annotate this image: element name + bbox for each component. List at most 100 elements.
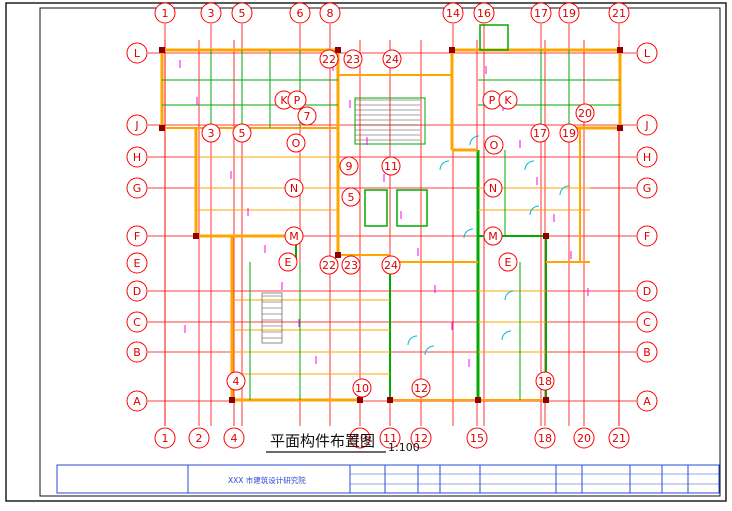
inner-axis-marker-label: N [290,182,298,195]
inner-border [39,7,721,497]
axis-bubble-top-label: 3 [208,7,215,20]
axis-bubble-left: L [126,42,148,64]
column [475,397,481,403]
column [617,47,623,53]
axis-bubble-right: H [636,146,658,168]
door-swing [524,160,535,171]
inner-axis-marker: E [498,252,518,272]
inner-axis-marker: 23 [341,255,361,275]
column [159,125,165,131]
inner-axis-marker: M [284,226,304,246]
axis-bubble-top: 8 [319,2,341,24]
inner-axis-marker-label: M [488,230,498,243]
column [193,233,199,239]
axis-bubble-bottom: 11 [379,427,401,449]
axis-bubble-bottom-label: 12 [414,432,428,445]
inner-axis-marker: 23 [343,49,363,69]
column [159,47,165,53]
stair-lower [261,292,283,344]
inner-axis-marker-label: N [489,182,497,195]
inner-axis-marker: N [483,178,503,198]
axis-bubble-bottom: 4 [223,427,245,449]
door-swing [559,185,570,196]
axis-bubble-bottom-label: 18 [538,432,552,445]
axis-grid-lines [148,24,636,426]
title-block: XXX 市建筑设计研究院 [56,464,720,494]
axis-bubble-right-label: D [643,285,651,298]
axis-bubble-left-label: C [133,316,141,329]
axis-bubble-right: J [636,114,658,136]
axis-bubble-right: B [636,341,658,363]
axis-bubble-bottom-label: 11 [383,432,397,445]
inner-axis-marker: 19 [559,123,579,143]
axis-bubble-left-label: D [133,285,141,298]
axis-bubble-top: 14 [442,2,464,24]
inner-axis-marker: 22 [319,255,339,275]
inner-axis-marker-label: 23 [346,53,360,66]
inner-axis-marker: 18 [535,371,555,391]
axis-bubble-right: A [636,390,658,412]
door-swing [424,345,435,356]
axis-bubble-right-label: J [644,119,648,132]
inner-axis-marker-label: 3 [208,127,215,140]
axis-bubble-right: G [636,177,658,199]
drawing-border [5,2,727,502]
inner-axis-marker: 22 [319,49,339,69]
inner-axis-marker-label: 12 [414,382,428,395]
inner-axis-marker: E [278,252,298,272]
axis-bubble-left-label: E [134,257,141,270]
axis-bubble-right-label: B [643,346,651,359]
axis-bubble-right-label: C [643,316,651,329]
axis-bubble-top: 6 [289,2,311,24]
axis-bubble-bottom-label: 20 [577,432,591,445]
axis-bubble-bottom-label: 21 [612,432,626,445]
elevator-shaft [364,189,388,227]
axis-bubble-top: 16 [473,2,495,24]
axis-bubble-bottom: 21 [608,427,630,449]
inner-axis-marker: 5 [341,187,361,207]
axis-bubble-bottom: 15 [466,427,488,449]
inner-axis-marker-label: 17 [533,127,547,140]
axis-bubble-left-label: H [133,151,141,164]
axis-bubble-bottom: 1 [154,427,176,449]
inner-axis-marker: 5 [232,123,252,143]
axis-bubble-right-label: G [643,182,652,195]
axis-bubble-top: 19 [558,2,580,24]
inner-axis-marker-label: 5 [239,127,246,140]
axis-bubble-top: 17 [530,2,552,24]
inner-axis-marker-label: 20 [578,107,592,120]
inner-axis-marker-label: 7 [304,110,311,123]
inner-axis-marker-label: P [294,94,301,107]
column [357,397,363,403]
axis-bubble-bottom-label: 15 [470,432,484,445]
axis-bubble-top-label: 1 [162,7,169,20]
axis-bubble-top-label: 8 [327,7,334,20]
inner-axis-marker-label: 11 [384,160,398,173]
door-swing [504,290,515,301]
column [543,397,549,403]
axis-bubble-top: 1 [154,2,176,24]
door-swing [407,335,418,346]
inner-axis-marker: 3 [201,123,221,143]
inner-axis-marker: O [484,135,504,155]
axis-bubble-bottom: 20 [573,427,595,449]
axis-bubble-right-label: L [644,47,651,60]
inner-axis-marker: O [286,133,306,153]
axis-bubble-left: A [126,390,148,412]
axis-bubble-bottom: 18 [534,427,556,449]
inner-axis-marker: 7 [297,106,317,126]
inner-axis-marker: 10 [352,378,372,398]
column [335,252,341,258]
axis-bubble-left-label: G [133,182,142,195]
inner-axis-marker: 9 [339,156,359,176]
inner-axis-marker-label: P [489,94,496,107]
axis-bubble-right-label: H [643,151,651,164]
axis-bubble-right: L [636,42,658,64]
axis-bubble-left: G [126,177,148,199]
column [335,47,341,53]
inner-axis-marker-label: E [285,256,292,269]
inner-axis-marker-label: O [292,137,301,150]
inner-axis-marker-label: M [289,230,299,243]
inner-axis-marker: 17 [530,123,550,143]
elevator-shaft [396,189,428,227]
